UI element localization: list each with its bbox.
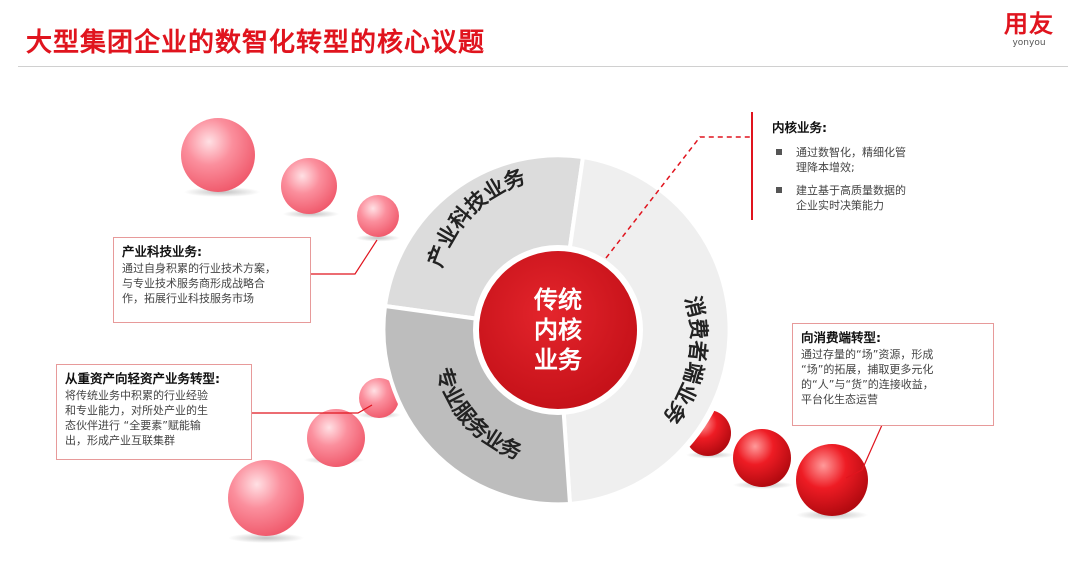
chanye-title: 产业科技业务: — [122, 244, 202, 259]
zhongzi-title: 从重资产向轻资产业务转型: — [65, 371, 220, 386]
neihe-item-2: 建立基于高质量数据的企业实时决策能力 — [772, 183, 962, 213]
yonyou-logo: 用友 yonyou — [1004, 10, 1054, 48]
connector-chanye — [310, 239, 378, 275]
neihe-title: 内核业务: — [772, 120, 827, 135]
page-title: 大型集团企业的数智化转型的核心议题 — [26, 28, 486, 58]
xiaofei-line-2: “场”的拓展，捕取更多元化 — [801, 363, 934, 376]
title-divider — [18, 66, 1068, 67]
pink-ball-6 — [228, 460, 304, 536]
zhongzi-line-1: 将传统业务中积累的行业经验 — [65, 389, 208, 402]
xiaofei-box: 向消费端转型: 通过存量的“场”资源，形成 “场”的拓展，捕取更多元化 的“人”… — [792, 323, 994, 426]
red-ball-2 — [733, 429, 791, 487]
zhongzi-line-2: 和专业能力，对所处产业的生 — [65, 404, 208, 417]
neihe-block: 内核业务: 通过数智化，精细化管理降本增效; 建立基于高质量数据的企业实时决策能… — [772, 120, 962, 221]
neihe-item-2-line-1: 建立基于高质量数据的 — [796, 184, 906, 197]
core-circle — [473, 245, 643, 415]
zhongzi-box: 从重资产向轻资产业务转型: 将传统业务中积累的行业经验 和专业能力，对所处产业的… — [56, 364, 252, 460]
core-label-3: 业务 — [534, 346, 583, 374]
connector-zhongzi — [251, 404, 373, 414]
neihe-item-1: 通过数智化，精细化管理降本增效; — [772, 145, 962, 175]
xiaofei-title: 向消费端转型: — [801, 330, 881, 345]
logo-cn-text: 用友 — [1004, 10, 1054, 38]
pink-ball-5 — [307, 409, 365, 467]
neihe-item-1-line-2: 理降本增效; — [796, 161, 855, 174]
pink-ball-4 — [359, 378, 399, 418]
chanye-line-1: 通过自身积累的行业技术方案， — [122, 262, 276, 275]
red-ball-3 — [796, 444, 868, 516]
chanye-line-2: 与专业技术服务商形成战略合 — [122, 277, 265, 290]
neihe-item-2-line-2: 企业实时决策能力 — [796, 199, 884, 212]
pink-ball-2 — [281, 158, 337, 214]
neihe-item-1-line-1: 通过数智化，精细化管 — [796, 146, 906, 159]
logo-en-text: yonyou — [1012, 38, 1046, 48]
bullet-square-icon — [776, 187, 782, 193]
pink-ball-3 — [357, 195, 399, 237]
xiaofei-line-3: 的“人”与“货”的连接收益， — [801, 378, 934, 391]
chanye-line-3: 作，拓展行业科技服务市场 — [122, 292, 254, 305]
chanye-box: 产业科技业务: 通过自身积累的行业技术方案， 与专业技术服务商形成战略合 作，拓… — [113, 237, 311, 323]
bullet-square-icon — [776, 149, 782, 155]
pink-ball-1 — [181, 118, 255, 192]
core-label-2: 内核 — [534, 316, 582, 344]
xiaofei-line-1: 通过存量的“场”资源，形成 — [801, 348, 934, 361]
connector-neihe — [605, 136, 752, 259]
xiaofei-line-4: 平台化生态运营 — [801, 393, 878, 406]
zhongzi-line-4: 出，形成产业互联集群 — [65, 434, 175, 447]
core-label-1: 传统 — [533, 286, 582, 314]
connector-xiaofei — [845, 424, 883, 479]
segment-right — [555, 154, 732, 507]
zhongzi-line-3: 态伙伴进行 “全要素”赋能输 — [65, 419, 201, 432]
